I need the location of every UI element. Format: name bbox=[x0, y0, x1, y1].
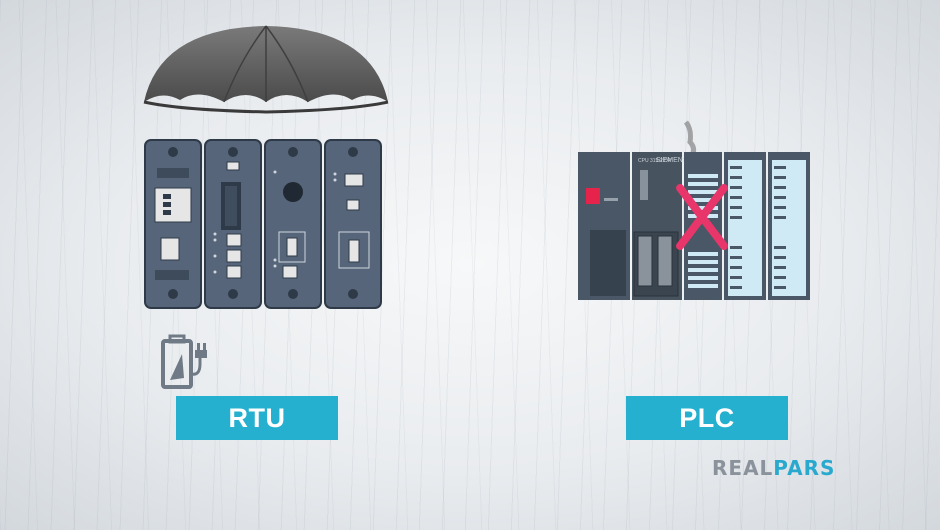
plc-label: PLC bbox=[626, 396, 788, 440]
logo-part-real: REAL bbox=[712, 456, 774, 480]
plc-cpu: CPU 315-2 DP bbox=[632, 152, 682, 300]
rtu-label: RTU bbox=[176, 396, 338, 440]
svg-text:CPU 315-2 DP: CPU 315-2 DP bbox=[638, 158, 672, 164]
plc-io-module-3 bbox=[768, 152, 810, 300]
rtu-label-text: RTU bbox=[228, 402, 286, 433]
rtu-module-2 bbox=[204, 139, 262, 309]
rtu-module-1 bbox=[144, 139, 202, 309]
logo-part-pars: PARS bbox=[773, 456, 836, 480]
plc-device: CPU 315-2 DP SIEMENS bbox=[578, 120, 810, 300]
rtu-module-3 bbox=[264, 139, 322, 309]
realpars-logo: REAL PARS bbox=[712, 456, 835, 482]
plc-label-text: PLC bbox=[679, 402, 735, 433]
plc-power-supply bbox=[578, 152, 630, 300]
rtu-module-4 bbox=[324, 139, 382, 309]
umbrella-icon bbox=[143, 25, 389, 114]
battery-plug-icon bbox=[161, 334, 207, 389]
rtu-device bbox=[144, 139, 382, 309]
plc-io-module-1 bbox=[684, 152, 722, 300]
plc-brand-text: SIEMENS bbox=[656, 157, 688, 164]
cross-icon bbox=[676, 184, 728, 250]
plc-io-module-2 bbox=[724, 152, 766, 300]
